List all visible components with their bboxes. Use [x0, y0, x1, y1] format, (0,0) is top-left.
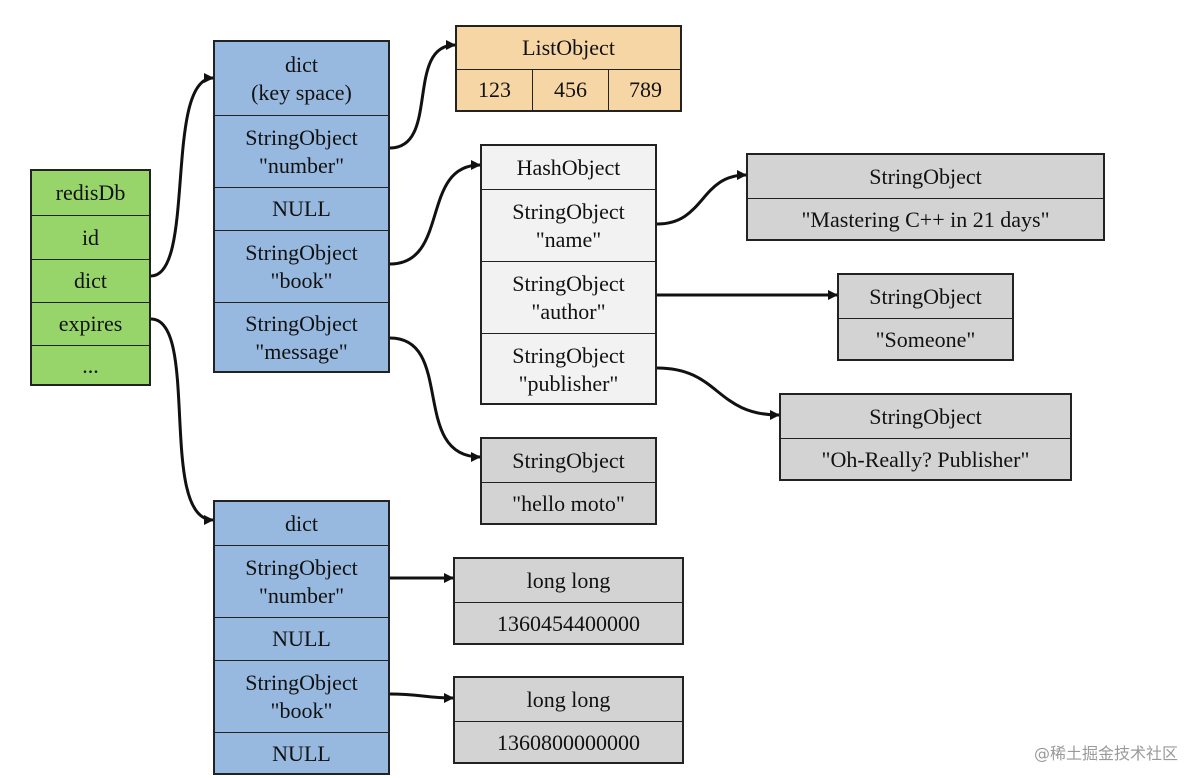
arrow-redisdb-expires-to-expires-dict — [150, 317, 214, 525]
arrow-expires-book-to-longlong — [389, 692, 454, 703]
long-long-number-title: long long — [526, 567, 611, 593]
expires-null-cell-1: NULL — [215, 617, 388, 660]
string-object-publisher: StringObject "Oh-Really? Publisher" — [779, 393, 1072, 481]
keyspace-book-cell: StringObject"book" — [215, 230, 388, 302]
list-item-3: 789 — [608, 70, 682, 110]
expires-number-cell: StringObject"number" — [215, 545, 388, 617]
long-long-number-value: 1360454400000 — [455, 602, 682, 645]
list-item-2: 456 — [532, 70, 608, 110]
hash-name-cell: StringObject"name" — [482, 189, 655, 261]
keyspace-header-cell: dict(key space) — [251, 51, 352, 105]
redisdb-id-cell: id — [32, 215, 149, 259]
list-object-items: 123 456 789 — [457, 69, 680, 110]
string-object-message-title: StringObject — [512, 447, 625, 473]
keyspace-message-cell: StringObject"message" — [215, 302, 388, 373]
long-long-book-value: 1360800000000 — [455, 721, 682, 764]
list-object: ListObject 123 456 789 — [455, 25, 682, 112]
redisdb-ellipsis-cell: ... — [32, 345, 149, 386]
keyspace-dict: dict(key space) StringObject"number" NUL… — [213, 40, 390, 373]
expires-dict: dict StringObject"number" NULL StringObj… — [213, 500, 390, 775]
arrow-publisher-to-string — [656, 366, 780, 420]
long-long-book-title: long long — [526, 686, 611, 712]
string-object-name: StringObject "Mastering C++ in 21 days" — [746, 153, 1105, 241]
list-item-1: 123 — [478, 77, 511, 102]
arrow-message-to-string — [389, 336, 481, 462]
hash-header-cell: HashObject — [516, 154, 621, 180]
expires-header-cell: dict — [285, 510, 318, 536]
string-object-author: StringObject "Someone" — [837, 273, 1014, 361]
long-long-book: long long 1360800000000 — [453, 676, 684, 764]
string-object-author-value: "Someone" — [839, 318, 1012, 361]
hash-author-cell: StringObject"author" — [482, 261, 655, 333]
redisdb-dict-cell: dict — [32, 259, 149, 302]
redisdb-title-cell: redisDb — [55, 180, 126, 205]
expires-book-cell: StringObject"book" — [215, 660, 388, 732]
arrow-name-to-string — [656, 170, 747, 226]
hash-publisher-cell: StringObject"publisher" — [482, 333, 655, 405]
arrow-book-to-hashobject — [389, 160, 481, 266]
redisdb-expires-cell: expires — [32, 302, 149, 345]
keyspace-null-cell: NULL — [215, 187, 388, 230]
string-object-name-title: StringObject — [869, 163, 982, 189]
watermark-text: @稀土掘金技术社区 — [1033, 744, 1178, 763]
string-object-message: StringObject "hello moto" — [480, 437, 657, 525]
hash-object: HashObject StringObject"name" StringObje… — [480, 144, 657, 405]
long-long-number: long long 1360454400000 — [453, 557, 684, 645]
redisdb-struct: redisDb id dict expires ... — [30, 169, 151, 386]
arrow-redisdb-dict-to-keyspace — [150, 73, 214, 278]
expires-null-cell-2: NULL — [215, 732, 388, 775]
keyspace-number-cell: StringObject"number" — [215, 115, 388, 187]
string-object-name-value: "Mastering C++ in 21 days" — [748, 198, 1103, 241]
string-object-publisher-value: "Oh-Really? Publisher" — [781, 438, 1070, 481]
string-object-publisher-title: StringObject — [869, 403, 982, 429]
string-object-message-value: "hello moto" — [482, 482, 655, 525]
string-object-author-title: StringObject — [869, 283, 982, 309]
arrow-number-to-listobject — [389, 40, 456, 150]
list-object-title: ListObject — [522, 35, 615, 60]
